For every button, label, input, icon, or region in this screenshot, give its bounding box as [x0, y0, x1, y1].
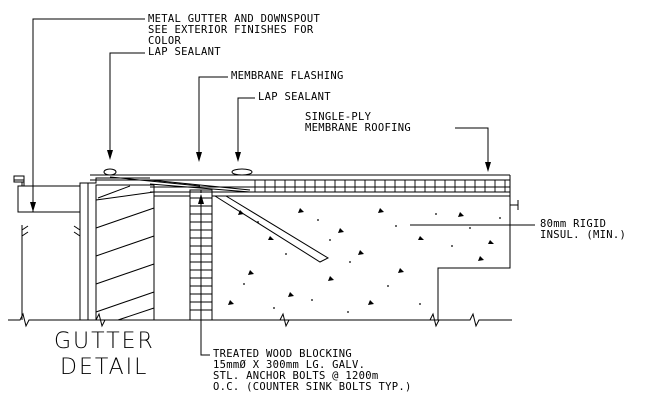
label-metal-gutter-line3: COLOR	[148, 35, 182, 47]
label-membrane-flashing: MEMBRANE FLASHING	[231, 70, 344, 82]
label-blocking-line1: TREATED WOOD BLOCKING	[213, 348, 353, 360]
membrane-roofing	[90, 168, 519, 210]
title-line2: DETAIL	[60, 355, 149, 380]
leader-membrane-flashing	[198, 76, 228, 160]
title-line1: GUTTER	[54, 329, 155, 354]
leader-gutter	[32, 18, 145, 212]
masonry-wall	[95, 184, 155, 321]
label-blocking-line3: STL. ANCHOR BOLTS @ 1200m	[213, 370, 379, 382]
label-rigid-insul-line2: INSUL. (MIN.)	[540, 229, 627, 241]
label-metal-gutter-line1: METAL GUTTER AND DOWNSPOUT	[148, 13, 321, 25]
label-blocking-line2: 15mmØ X 300mm LG. GALV.	[213, 359, 366, 371]
leader-lap-sealant-1	[109, 52, 145, 158]
label-rigid-insul-line1: 80mm RIGID	[540, 218, 607, 230]
break-lines	[8, 312, 512, 328]
label-lap-sealant-1: LAP SEALANT	[148, 46, 221, 58]
leader-blocking	[200, 196, 210, 356]
label-blocking-line4: O.C. (COUNTER SINK BOLTS TYP.)	[213, 381, 412, 393]
metal-gutter	[13, 175, 150, 320]
label-metal-gutter-line2: SEE EXTERIOR FINISHES FOR	[148, 24, 314, 36]
leader-single-ply	[455, 127, 489, 170]
leader-lap-sealant-2	[237, 97, 255, 160]
membrane-flashing-strip	[214, 195, 330, 263]
label-single-ply-line1: SINGLE-PLY	[305, 111, 372, 123]
concrete-stipple	[228, 208, 501, 313]
label-single-ply-line2: MEMBRANE ROOFING	[305, 122, 411, 134]
label-lap-sealant-2: LAP SEALANT	[258, 91, 331, 103]
leader-lines	[30, 18, 535, 356]
wood-blocking	[154, 189, 224, 321]
